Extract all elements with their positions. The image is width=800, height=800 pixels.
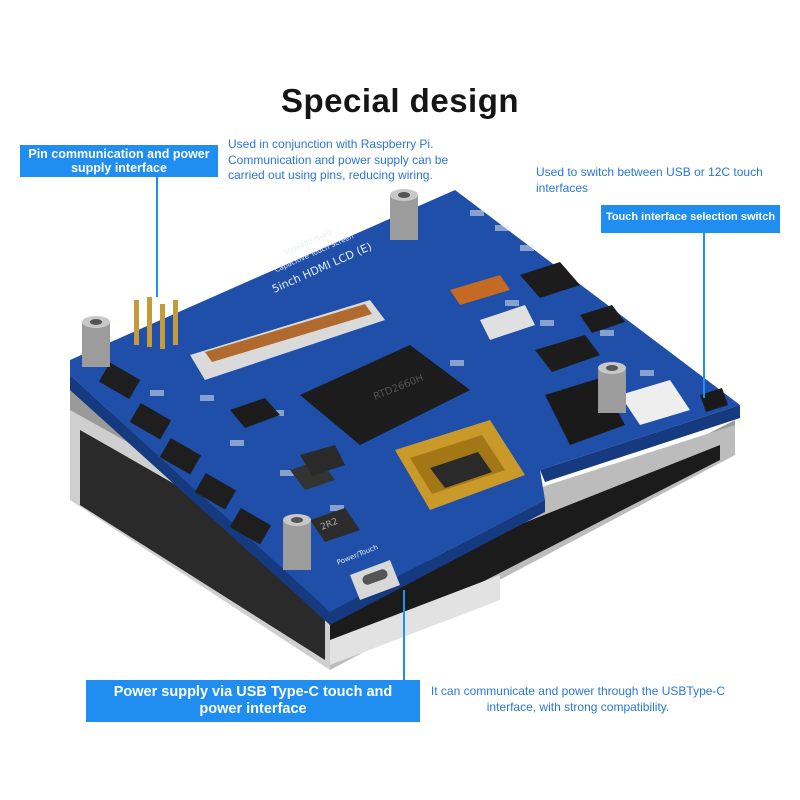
usbc-leader <box>403 590 405 685</box>
pin-interface-label: Pin communication and power supply inter… <box>28 147 210 176</box>
page-title: Special design <box>280 82 520 119</box>
switch-label: Touch interface selection switch <box>605 211 776 223</box>
switch-description: Used to switch between USB or 12C touch … <box>536 165 763 195</box>
usbc-tag: Power supply via USB Type-C touch and po… <box>86 680 420 722</box>
usbc-label: Power supply via USB Type-C touch and po… <box>113 684 393 717</box>
pin-interface-leader <box>156 177 158 297</box>
switch-tag: Touch interface selection switch <box>601 205 780 233</box>
usbc-description: It can communicate and power through the… <box>430 684 726 714</box>
switch-leader <box>703 233 705 398</box>
pin-interface-tag: Pin communication and power supply inter… <box>20 145 218 177</box>
pin-interface-description: Used in conjunction with Raspberry Pi. C… <box>228 137 449 183</box>
